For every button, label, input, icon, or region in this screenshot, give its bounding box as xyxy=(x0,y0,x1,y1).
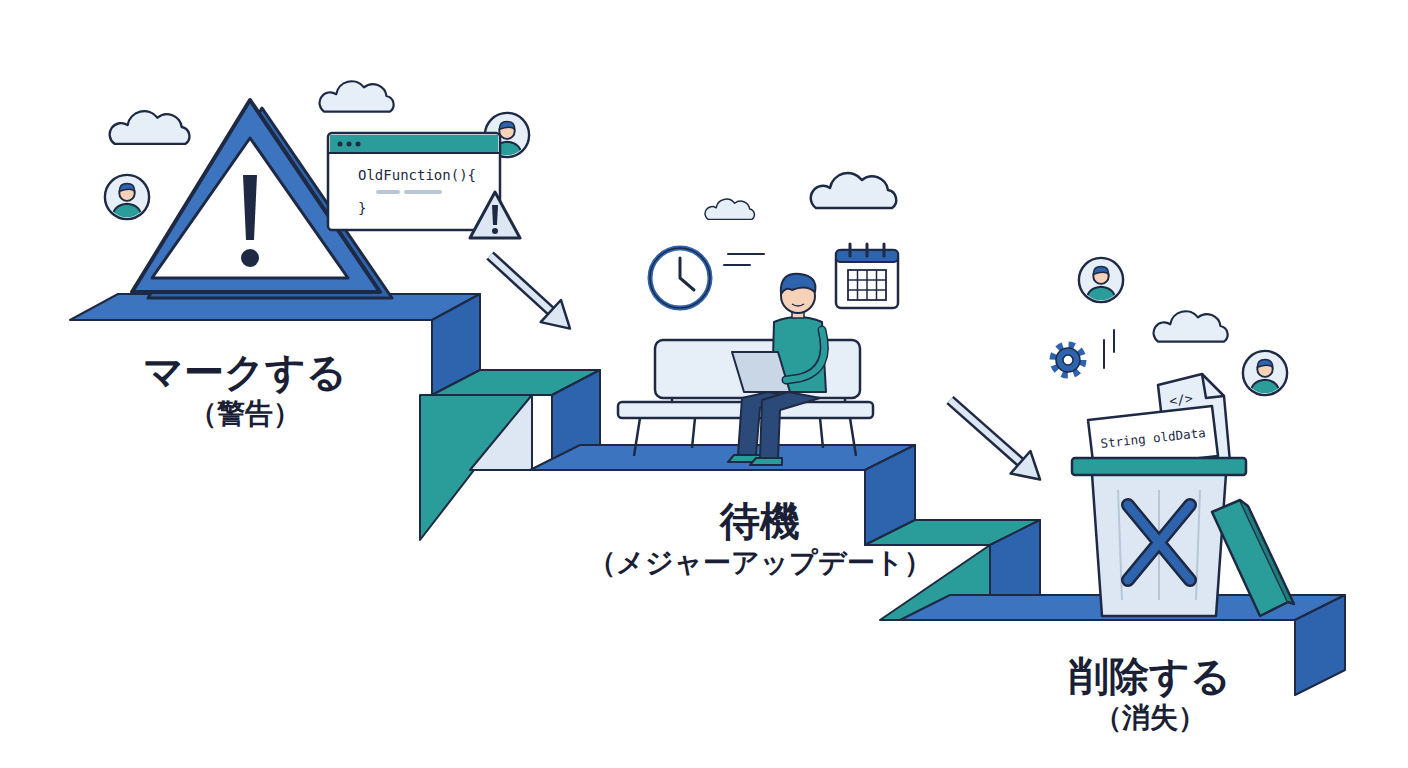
stage-step: マークする（警告） xyxy=(70,80,490,470)
flow-arrow xyxy=(950,400,1040,480)
arrow-shaft xyxy=(950,400,1024,465)
code-window xyxy=(328,133,500,230)
arrow-shaft-outline xyxy=(950,400,1024,465)
code-text: </> xyxy=(1168,391,1193,410)
staircase xyxy=(70,294,1345,695)
stage-step: 待機（メジャーアップデート） xyxy=(570,190,950,610)
stage-label: 削除する（消失） xyxy=(1069,652,1231,736)
arrow-head xyxy=(541,300,570,329)
stage-title: マークする xyxy=(143,348,347,396)
stage-label: 待機（メジャーアップデート） xyxy=(588,497,932,581)
code-text: String oldData xyxy=(1100,425,1206,451)
calendar xyxy=(836,244,898,308)
clock xyxy=(650,248,710,308)
stage-label: マークする（警告） xyxy=(143,348,347,432)
code-text: } xyxy=(358,200,366,217)
motion-lines xyxy=(724,254,764,265)
fall-lines xyxy=(1104,330,1114,368)
code-text: OldFunction(){ xyxy=(358,167,476,184)
small-warning xyxy=(470,192,520,238)
arrow-shaft-outline xyxy=(490,256,554,314)
arrow-head xyxy=(1011,451,1040,479)
trash-can xyxy=(1072,458,1294,616)
stage-note: （消失） xyxy=(1069,700,1231,736)
flow-arrow xyxy=(490,256,570,329)
person xyxy=(728,274,826,465)
gear xyxy=(1053,345,1083,375)
arrow-shaft xyxy=(490,256,554,314)
bench xyxy=(618,340,873,456)
stage-note: （メジャーアップデート） xyxy=(588,545,932,581)
stage-step: 削除する（消失） xyxy=(1040,250,1345,760)
stage-title: 削除する xyxy=(1069,652,1231,700)
stage-note: （警告） xyxy=(143,396,347,432)
stage-title: 待機 xyxy=(588,497,932,545)
